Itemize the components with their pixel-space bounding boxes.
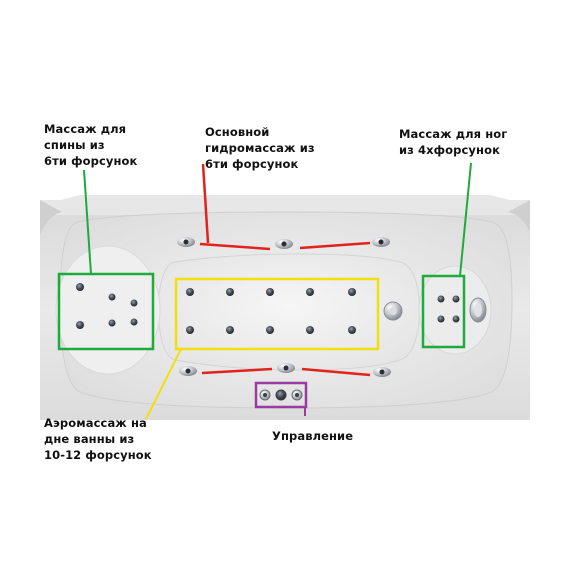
jet-nozzle-icon — [130, 299, 138, 307]
callout-line: Управление — [272, 429, 354, 443]
jet-nozzle-icon — [108, 293, 116, 301]
jet-nozzle-icon — [76, 283, 84, 291]
callout-back-massage: Массаж для спины из 6ти форсунок — [44, 121, 137, 169]
overflow-icon — [469, 297, 487, 323]
jet-nozzle-icon — [348, 326, 356, 334]
jet-nozzle-icon — [373, 367, 391, 377]
jet-nozzle-icon — [275, 239, 293, 249]
jet-nozzle-icon — [186, 288, 194, 296]
tub-back-well — [55, 245, 161, 375]
callout-line: дне ванны из — [44, 432, 135, 446]
jet-nozzle-icon — [226, 288, 234, 296]
jet-nozzle-icon — [306, 326, 314, 334]
jet-nozzle-icon — [437, 315, 445, 323]
callout-leg-massage: Массаж для ног из 4хфорсунок — [399, 126, 507, 158]
back-zone-outline — [57, 272, 155, 351]
jet-nozzle-icon — [177, 237, 195, 247]
jet-nozzle-icon — [108, 319, 116, 327]
jet-nozzle-icon — [437, 295, 445, 303]
jet-nozzle-icon — [348, 288, 356, 296]
back-nozzles — [76, 283, 138, 329]
control-button-icon — [291, 389, 303, 401]
callout-line: 6ти форсунок — [44, 154, 138, 168]
callout-line: Массаж для — [44, 122, 127, 136]
jet-nozzle-icon — [186, 326, 194, 334]
jet-nozzle-icon — [130, 318, 138, 326]
tub-foot-well — [418, 265, 492, 355]
callout-line: 10-12 форсунок — [44, 448, 152, 462]
drain-icon — [383, 301, 403, 321]
callout-line: 6ти форсунок — [205, 157, 299, 171]
aero-zone-outline — [174, 277, 380, 351]
jet-nozzle-icon — [372, 237, 390, 247]
tub-rim-side-left — [40, 200, 62, 235]
callout-line: Основной — [205, 125, 270, 139]
jet-nozzle-icon — [226, 326, 234, 334]
control-zone-outline — [254, 381, 308, 409]
callout-main-hydromassage: Основной гидромассаж из 6ти форсунок — [205, 124, 315, 172]
jet-nozzle-icon — [277, 363, 295, 373]
legs-zone-outline — [421, 274, 466, 349]
jet-nozzle-icon — [179, 366, 197, 376]
leader-lines — [83, 162, 472, 420]
control-button-icon — [259, 389, 271, 401]
control-button-icon — [275, 389, 287, 401]
callout-line: Аэромассаж на — [44, 416, 147, 430]
leg-nozzles — [437, 295, 460, 323]
jet-nozzle-icon — [306, 288, 314, 296]
control-buttons — [259, 389, 303, 401]
jet-nozzle-icon — [266, 288, 274, 296]
callout-aero-massage: Аэромассаж на дне ванны из 10-12 форсуно… — [44, 415, 152, 463]
tub-rim-side-right — [508, 200, 530, 232]
callout-line: из 4хфорсунок — [399, 143, 500, 157]
main-zone-lines — [199, 163, 371, 377]
callout-line: спины из — [44, 138, 105, 152]
jet-nozzle-icon — [76, 321, 84, 329]
tub-rim-top-edge — [40, 195, 530, 215]
callout-line: гидромассаж из — [205, 141, 315, 155]
jet-nozzle-icon — [266, 326, 274, 334]
aero-nozzles — [186, 288, 356, 334]
callout-line: Массаж для ног — [399, 127, 508, 141]
tub-floor — [157, 253, 421, 371]
jet-nozzle-icon — [452, 295, 460, 303]
jet-nozzle-icon — [452, 315, 460, 323]
main-nozzles — [177, 237, 391, 377]
callout-control: Управление — [272, 428, 353, 444]
